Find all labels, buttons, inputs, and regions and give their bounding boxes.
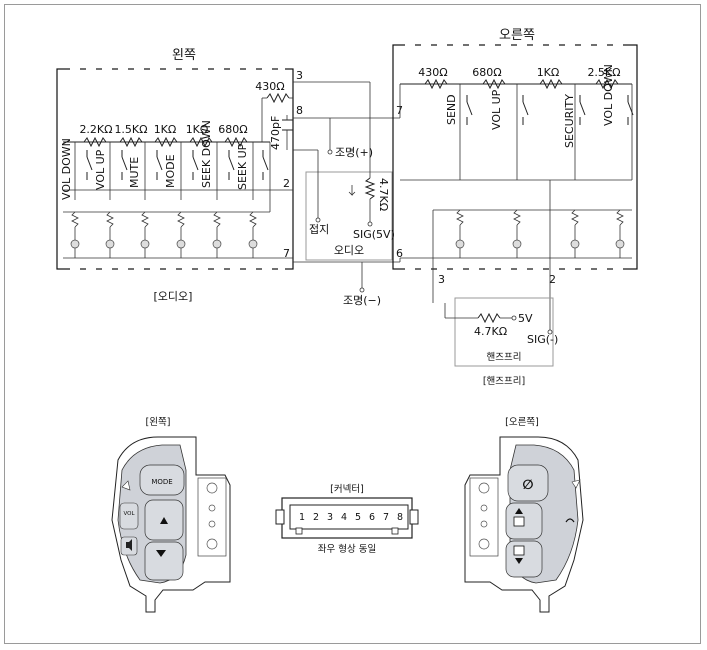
audio-caption: [오디오] [154,290,193,303]
right-resistor-2: 1KΩ [537,66,560,79]
right-side-arrow-icon [571,479,581,489]
left-switch-0: VOL DOWN [60,138,73,200]
left-switch-2: MUTE [128,157,141,188]
handsfree-box [454,297,554,367]
hf-pin-2: 2 [549,273,556,286]
phone-button[interactable] [507,464,549,502]
connector-pin-6: 6 [369,512,375,523]
right-resistor-0: 430Ω [418,66,447,79]
right-switch-1: VOL UP [490,89,503,130]
pin-2: 2 [283,177,290,190]
phone-slash-icon: ∅ [522,478,533,493]
vol-button[interactable] [119,502,139,530]
connector-pin-7: 7 [383,512,389,523]
left-series-resistor: 430Ω [255,80,284,93]
right-switch-caption: [오른쪽] [505,417,539,428]
connector-pin-3: 3 [327,512,333,523]
connector: 1 2 3 4 5 6 7 8 [275,497,419,539]
connector-note: 좌우 형상 동일 [318,544,376,555]
speaker-icon [126,539,132,551]
hf-sig: SIG(-) [527,333,558,346]
diagram-frame [4,4,701,644]
pin-3: 3 [296,69,303,82]
hf-pin-3: 3 [438,273,445,286]
hook-icon [565,518,575,523]
right-title: 오른쪽 [499,28,535,43]
side-arrow-icon [121,480,131,491]
hf-label: 핸즈프리 [487,351,522,363]
right-switch-assembly: ∅ [464,436,584,613]
vol-label: VOL [123,511,135,517]
pin-7-left: 7 [283,247,290,260]
audio-sig: SIG(5V) [353,228,395,241]
left-resistor-0: 2.2KΩ [79,123,112,136]
right-resistor-3: 2.5KΩ [587,66,620,79]
right-switch-3: VOL DOWN [602,64,615,126]
audio-label: 오디오 [334,244,364,257]
hf-resistor: 4.7KΩ [474,325,507,338]
mode-button[interactable]: MODE [151,478,172,486]
connector-pin-4: 4 [341,512,347,523]
right-triangle-down-icon [515,558,523,564]
pin-6: 6 [396,247,403,260]
right-switch-2: SECURITY [563,94,576,148]
left-resistor-3: 1KΩ [186,123,209,136]
left-switch-4: SEEK DOWN [200,120,213,188]
pin-8: 8 [296,104,303,117]
left-title: 왼쪽 [172,48,196,63]
right-switch-box [392,44,638,270]
pin-7-right: 7 [396,104,403,117]
connector-caption: [커넥터] [330,484,364,495]
triangle-down-icon [156,550,166,557]
connector-pin-1: 1 [299,512,305,523]
right-switch-0: SEND [445,94,458,125]
connector-pin-2: 2 [313,512,319,523]
capacitor-label: 470pF [269,116,282,150]
hf-caption: [핸즈프리] [483,375,525,387]
illum-plus: 조명(+) [335,146,373,159]
left-resistor-4: 680Ω [218,123,247,136]
triangle-up-icon [160,517,168,524]
audio-resistor: 4.7KΩ [377,178,390,211]
left-switch-5: SEEK UP [236,143,249,190]
right-resistor-1: 680Ω [472,66,501,79]
left-switch-3: MODE [164,154,177,188]
left-resistor-2: 1KΩ [154,123,177,136]
left-switch-caption: [왼쪽] [146,417,171,428]
connector-pin-8: 8 [397,512,403,523]
ground-label: 접지 [309,223,329,236]
left-switch-1: VOL UP [94,149,107,190]
left-resistor-1: 1.5KΩ [114,123,147,136]
right-triangle-up-icon [515,508,523,514]
hf-5v: 5V [518,312,533,325]
left-switch-assembly: MODE VOL [111,436,231,613]
down-button[interactable] [144,541,184,581]
audio-unit-box [305,171,393,261]
connector-pin-5: 5 [355,512,361,523]
illum-minus: 조명(−) [343,294,381,307]
